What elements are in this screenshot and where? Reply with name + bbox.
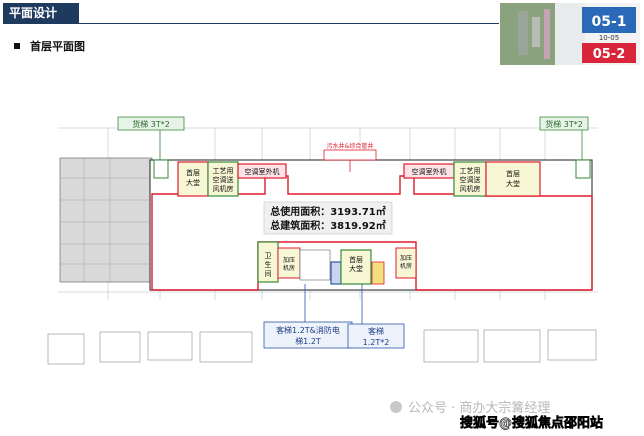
lobby-center-box: [340, 249, 372, 285]
fan-left-line2: 空调送: [213, 175, 234, 184]
watermark-line2: 搜狐号@搜狐焦点邵阳站: [460, 415, 603, 431]
title-divider: [3, 23, 499, 24]
lobby-center-line1: 首层: [349, 255, 363, 264]
toilet-line2: 生: [265, 260, 272, 269]
lobby-center-line2: 大堂: [349, 264, 363, 273]
location-thumbnail: 05-1 10-05 05-2: [500, 3, 640, 65]
section-title: 平面设计: [3, 3, 79, 23]
building-area: 总建筑面积：3819.92㎡: [270, 219, 386, 232]
passenger-left-line1: 客梯1.2T&消防电: [276, 325, 340, 335]
fan-right-box: [453, 161, 487, 197]
fan-left-line1: 工艺用: [213, 167, 234, 175]
toilet-line3: 间: [265, 270, 272, 278]
fan-left-box: [207, 161, 239, 197]
fan-right-line3: 风机房: [460, 184, 481, 193]
area-callout: [263, 201, 393, 235]
passenger-right-line2: 1.2T*2: [363, 338, 390, 347]
passenger-right-line1: 客梯: [368, 326, 384, 336]
tag-bottom: 05-2: [593, 47, 626, 62]
tag-mid: 10-05: [599, 34, 619, 42]
freight-right-callout: [539, 116, 589, 131]
ac-left-label: 空调室外机: [245, 167, 280, 176]
lobby-left-line2: 大堂: [186, 178, 200, 187]
pressure-left-line2: 机房: [283, 264, 295, 272]
freight-left-callout: [117, 116, 185, 131]
lobby-right-box: [485, 161, 541, 197]
freight-left-label: 货梯 3T*2: [132, 119, 170, 129]
lobby-left-line1: 首层: [186, 168, 200, 177]
ac-right-label: 空调室外机: [412, 167, 447, 176]
tag-top: 05-1: [591, 14, 626, 30]
lobby-right-line1: 首层: [506, 169, 520, 178]
pressure-right-line1: 加压: [400, 254, 412, 262]
tag-bottom-bg: [582, 43, 636, 63]
lobby-right-line2: 大堂: [506, 179, 520, 188]
freight-right-label: 货梯 3T*2: [545, 119, 583, 129]
garage-area: [59, 157, 153, 283]
wechat-icon: [390, 401, 402, 413]
shaft-box: [323, 149, 377, 161]
freight-right-marker: [575, 159, 591, 179]
pressure-left-line1: 加压: [283, 256, 295, 264]
passenger-right-callout: [347, 323, 405, 349]
pressure-right-box: [395, 247, 417, 279]
freight-left-marker: [153, 159, 169, 179]
toilet-line1: 卫: [265, 252, 272, 260]
fan-right-line1: 工艺用: [460, 167, 481, 175]
shaft-label: 污水井&综合管井: [327, 142, 374, 150]
fan-right-line2: 空调送: [460, 175, 481, 184]
usable-area: 总使用面积：3193.71㎡: [270, 205, 386, 218]
tag-top-bg: [582, 7, 636, 33]
lobby-left-box: [177, 161, 209, 197]
detail-drawings: [47, 329, 597, 365]
pressure-right-line2: 机房: [400, 262, 412, 270]
passenger-left-line2: 梯1.2T: [295, 336, 321, 346]
plan-subtitle: 首层平面图: [30, 40, 85, 53]
fan-left-line3: 风机房: [213, 184, 234, 193]
bullet-icon: [14, 43, 20, 49]
ac-left-box: [237, 163, 287, 179]
watermark-line1: 公众号 · 商办大宗篝经理: [408, 400, 550, 416]
elevator-blue-box: [330, 261, 342, 285]
